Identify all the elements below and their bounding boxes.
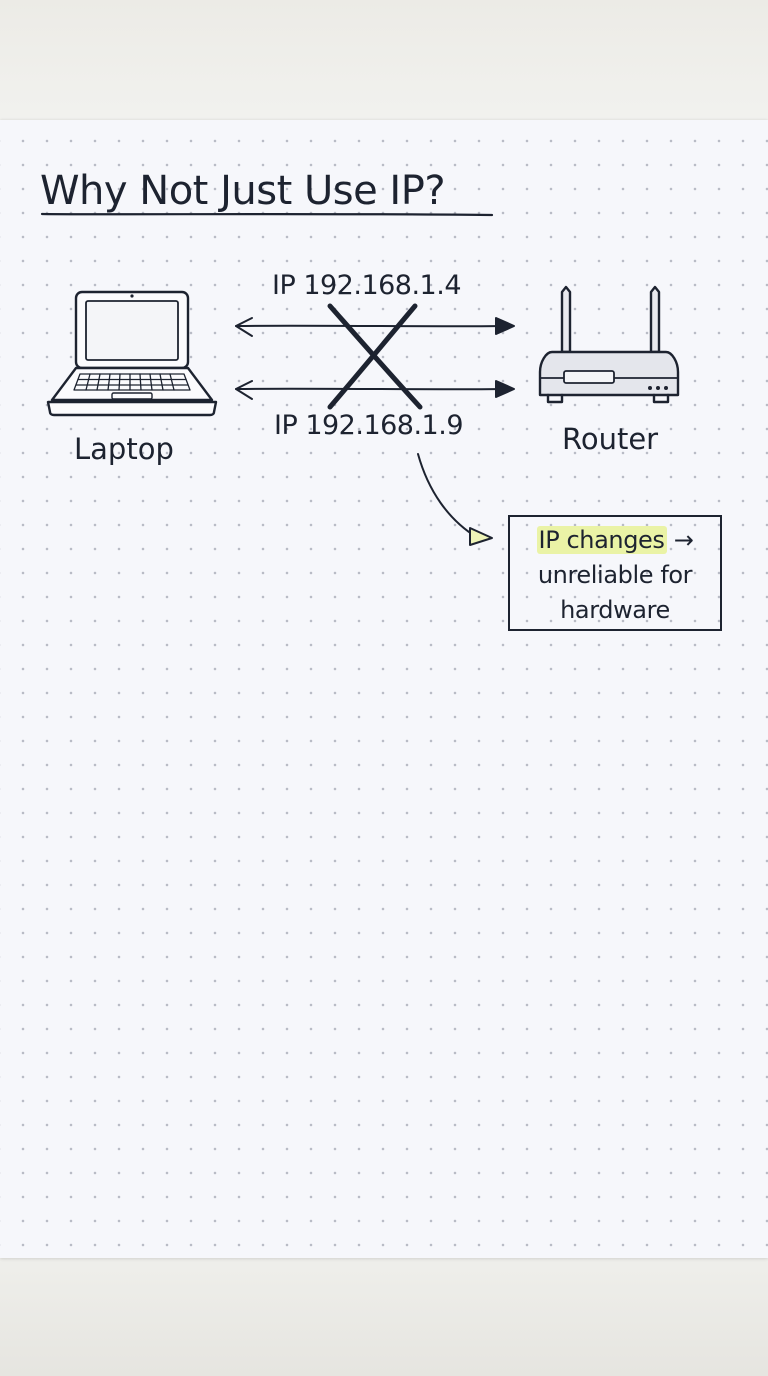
note-highlight: IP changes — [536, 526, 667, 554]
curved-arrow — [417, 453, 493, 546]
router-label: Router — [562, 422, 659, 456]
laptop-icon — [46, 290, 218, 417]
cross-out-mark — [327, 303, 423, 410]
ip-label-bottom: IP 192.168.1.9 — [274, 410, 464, 441]
note-line-1: IP changes → — [510, 523, 720, 558]
ip-label-top: IP 192.168.1.4 — [272, 270, 462, 301]
title-underline — [40, 212, 494, 217]
connection-arrow-top — [235, 317, 515, 337]
note-box: IP changes → unreliable for hardware — [508, 515, 722, 631]
note-line-2: unreliable for — [537, 561, 693, 589]
note-line-3: hardware — [560, 596, 670, 624]
page-title: Why Not Just Use IP? — [40, 168, 446, 214]
connection-arrow-bottom — [235, 380, 515, 400]
note-arrow-icon: → — [673, 526, 694, 554]
router-icon — [538, 285, 680, 404]
laptop-label: Laptop — [74, 432, 174, 466]
